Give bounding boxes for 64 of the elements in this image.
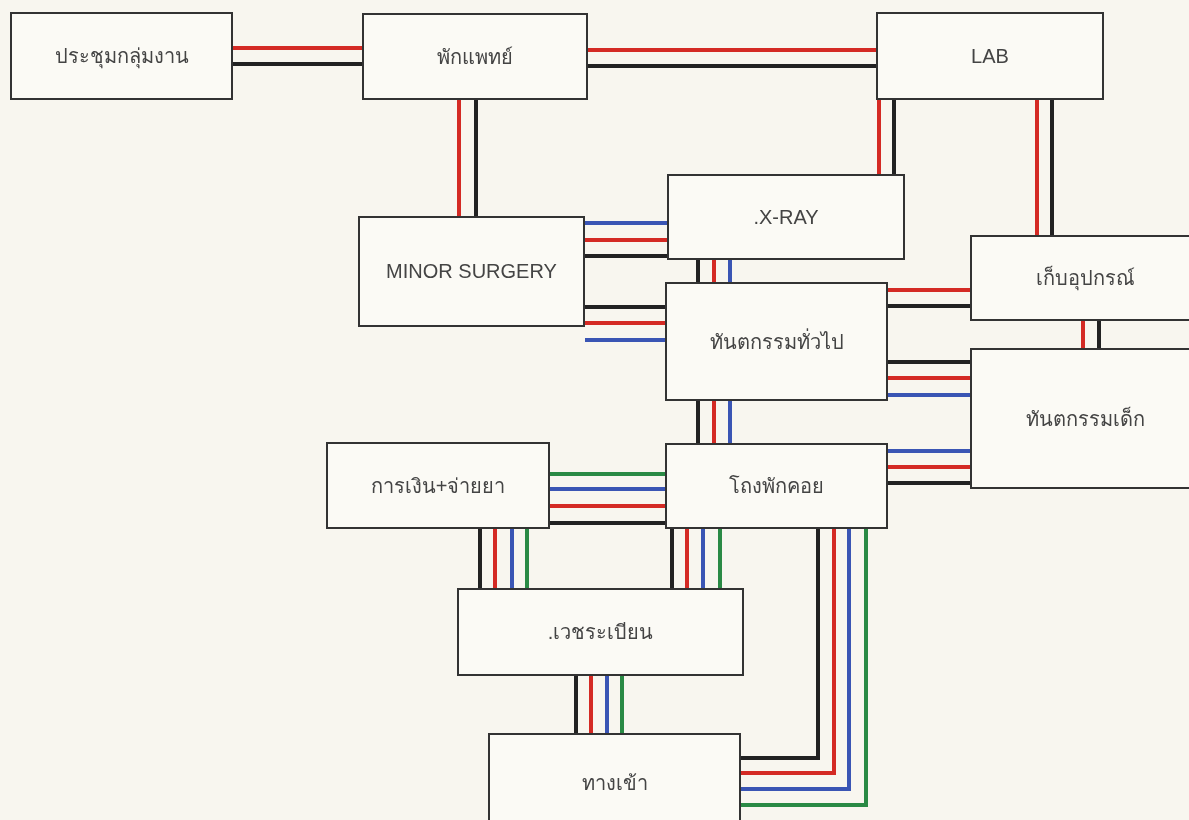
connector-line bbox=[888, 288, 970, 292]
connector-line bbox=[888, 465, 970, 469]
connector-line bbox=[550, 504, 665, 508]
connector-line bbox=[741, 529, 836, 775]
connector-line bbox=[712, 260, 716, 282]
connector-line bbox=[574, 676, 578, 733]
room-box: ทันตกรรมเด็ก bbox=[970, 348, 1189, 489]
connector-line bbox=[888, 304, 970, 308]
connector-line bbox=[588, 48, 876, 52]
connector-line bbox=[550, 472, 665, 476]
connector-line bbox=[525, 529, 529, 588]
connector-line bbox=[233, 62, 362, 66]
connector-line bbox=[493, 529, 497, 588]
room-box: MINOR SURGERY bbox=[358, 216, 585, 327]
connector-line bbox=[510, 529, 514, 588]
connector-line bbox=[588, 64, 876, 68]
connector-line bbox=[892, 100, 896, 174]
connector-line bbox=[685, 529, 689, 588]
connector-line bbox=[701, 529, 705, 588]
connector-line bbox=[1050, 100, 1054, 235]
connector-line bbox=[585, 338, 665, 342]
connector-line bbox=[233, 46, 362, 50]
connector-line bbox=[474, 100, 478, 216]
connector-line bbox=[585, 221, 667, 225]
connector-line bbox=[1035, 100, 1039, 235]
connector-line bbox=[550, 521, 665, 525]
room-box: ประชุมกลุ่มงาน bbox=[10, 12, 233, 100]
connector-line bbox=[741, 529, 820, 760]
connector-line bbox=[585, 305, 665, 309]
connector-line bbox=[589, 676, 593, 733]
connector-line bbox=[741, 529, 868, 807]
connector-line bbox=[877, 100, 881, 174]
connector-line bbox=[585, 238, 667, 242]
connector-line bbox=[888, 360, 970, 364]
room-box: .X-RAY bbox=[667, 174, 905, 260]
room-box: ทางเข้า bbox=[488, 733, 741, 820]
connector-line bbox=[888, 449, 970, 453]
connector-line bbox=[1097, 321, 1101, 348]
room-box: โถงพักคอย bbox=[665, 443, 888, 529]
connector-line bbox=[728, 401, 732, 443]
connector-line bbox=[741, 529, 851, 791]
connector-line bbox=[888, 393, 970, 397]
room-box: การเงิน+จ่ายยา bbox=[326, 442, 550, 529]
room-box: พักแพทย์ bbox=[362, 13, 588, 100]
room-box: ทันตกรรมทั่วไป bbox=[665, 282, 888, 401]
connector-line bbox=[696, 260, 700, 282]
room-box: .เวชระเบียน bbox=[457, 588, 744, 676]
connector-line bbox=[728, 260, 732, 282]
connector-line bbox=[888, 376, 970, 380]
connector-line bbox=[585, 254, 667, 258]
connector-line bbox=[888, 481, 970, 485]
connector-line bbox=[1081, 321, 1085, 348]
connector-line bbox=[718, 529, 722, 588]
connector-line bbox=[550, 487, 665, 491]
connector-line bbox=[670, 529, 674, 588]
connector-line bbox=[712, 401, 716, 443]
room-box: LAB bbox=[876, 12, 1104, 100]
connector-line bbox=[478, 529, 482, 588]
connector-line bbox=[620, 676, 624, 733]
connector-line bbox=[696, 401, 700, 443]
connector-line bbox=[457, 100, 461, 216]
room-box: เก็บอุปกรณ์ bbox=[970, 235, 1189, 321]
connector-line bbox=[585, 321, 665, 325]
connector-line bbox=[605, 676, 609, 733]
